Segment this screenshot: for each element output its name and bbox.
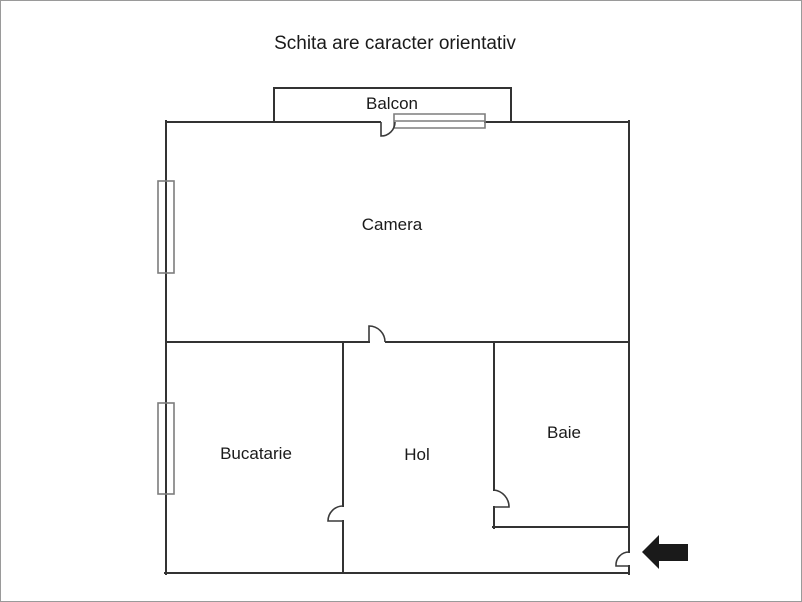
entrance-left-arrow-icon — [642, 535, 688, 569]
kitchen-window — [157, 402, 175, 495]
room-label-balcon: Balcon — [366, 94, 418, 113]
windows-group — [157, 113, 486, 495]
page-title: Schita are caracter orientativ — [274, 33, 516, 54]
camera-window — [157, 180, 175, 274]
camera-door-swing — [368, 325, 386, 343]
kitchen-door-swing — [327, 505, 344, 522]
balcony-door-swing — [380, 121, 396, 137]
balcony-window — [393, 113, 486, 129]
room-label-bucatarie: Bucatarie — [220, 444, 292, 463]
room-label-baie: Baie — [547, 423, 581, 442]
room-label-hol: Hol — [404, 445, 430, 464]
walls-group — [164, 87, 630, 575]
entrance-door-swing — [615, 551, 630, 567]
room-label-camera: Camera — [362, 215, 423, 234]
doors-group — [327, 121, 630, 567]
balcony-outline — [273, 87, 512, 123]
bath-door-swing — [493, 489, 510, 508]
